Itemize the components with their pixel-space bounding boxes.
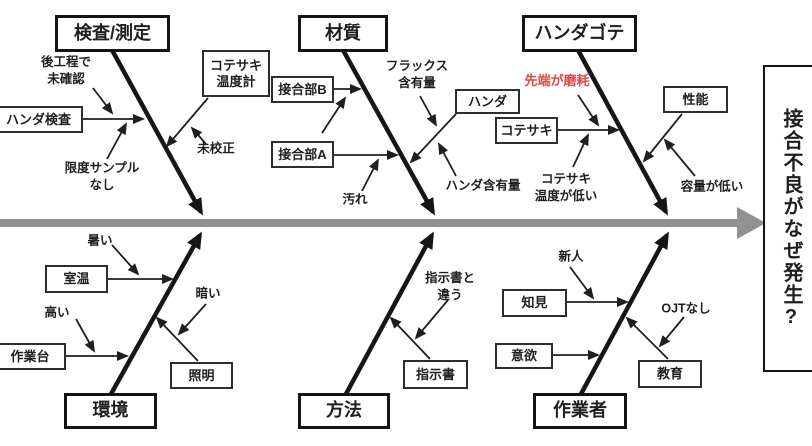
arrow-low-capacity (663, 138, 696, 177)
arrow-performance (642, 113, 683, 163)
arrow-instructions (389, 316, 431, 360)
note-newcomer: 新人 (558, 249, 584, 264)
arrow-uncalibrated (190, 126, 207, 145)
cause-box-performance: 性能 (663, 86, 728, 113)
bone-worker (579, 231, 669, 396)
cause-box-tip: コテサキ (495, 117, 558, 144)
arrow-dirt (361, 158, 379, 192)
arrow-solder-content (438, 142, 457, 177)
note-solder-content: ハンダ含有量 (445, 178, 521, 193)
arrow-solder (409, 113, 457, 164)
arrow-differs-from-instructions (414, 299, 449, 340)
arrow-not-checked-later (92, 87, 114, 115)
cause-box-solder-inspection: ハンダ検査 (0, 106, 83, 133)
note-hot: 暑い (87, 233, 113, 248)
category-box-inspection: 検査/測定 (55, 15, 170, 52)
arrow-hot (111, 244, 140, 276)
cause-box-room-temp: 室温 (45, 265, 108, 293)
category-box-method: 方法 (298, 393, 390, 429)
arrow-education (625, 316, 669, 360)
spine-arrow (0, 207, 766, 239)
note-no-ojt: OJTなし (661, 301, 711, 316)
spine-arrowhead (737, 207, 766, 239)
main-bones (109, 48, 669, 396)
arrow-joint-a-up (321, 96, 347, 134)
note-dark: 暗い (195, 286, 221, 301)
note-no-limit-sample: 限度サンプル なし (64, 161, 140, 192)
cause-box-lighting: 照明 (170, 362, 233, 389)
note-low-capacity: 容量が低い (680, 179, 744, 194)
arrow-no-limit-sample (106, 122, 127, 160)
arrow-high (75, 318, 95, 353)
arrow-tip-thermometer (165, 97, 209, 148)
note-tip-temp-low: コテサキ 温度が低い (534, 172, 598, 203)
bone-material (341, 48, 435, 216)
cause-arrows (66, 84, 696, 362)
arrow-flux-content (419, 95, 437, 127)
cause-box-joint-a: 接合部A (271, 141, 334, 168)
arrow-newcomer (569, 266, 595, 300)
note-uncalibrated: 未校正 (197, 141, 235, 156)
note-not-checked-later: 後工程で 未確認 (40, 55, 92, 86)
cause-box-education: 教育 (638, 360, 702, 388)
category-box-worker: 作業者 (533, 393, 627, 429)
effect-label: 接合不良がなぜ発生? (780, 107, 802, 330)
category-box-environment: 環境 (64, 393, 157, 429)
note-differs-from-instructions: 指示書と 違う (424, 271, 476, 302)
arrow-lighting (155, 316, 199, 362)
bone-inspection (110, 48, 203, 216)
bone-method (344, 231, 434, 396)
cause-box-motivation: 意欲 (495, 343, 553, 369)
category-box-soldering-iron: ハンダゴテ (522, 15, 637, 52)
cause-box-workbench: 作業台 (0, 343, 66, 370)
arrow-no-ojt (658, 316, 685, 348)
cause-box-joint-b: 接合部B (271, 76, 334, 103)
note-tip-worn-highlighted: 先端が磨耗 (524, 73, 590, 89)
note-high: 高い (44, 305, 70, 320)
bone-environment (109, 231, 202, 396)
note-dirt: 汚れ (342, 192, 368, 207)
note-flux-content: フラックス 含有量 (385, 59, 449, 90)
bone-soldering-iron (576, 48, 668, 216)
cause-box-tip-thermometer: コテサキ 温度計 (202, 50, 270, 97)
arrow-dark (177, 303, 207, 336)
arrow-tip-worn (577, 94, 600, 127)
cause-box-instructions: 指示書 (403, 360, 468, 389)
cause-box-solder: ハンダ (455, 89, 520, 114)
arrow-tip-temp-low (572, 133, 589, 168)
cause-box-knowledge: 知見 (502, 289, 567, 317)
category-box-material: 材質 (298, 15, 388, 52)
effect-box: 接合不良がなぜ発生? (763, 65, 812, 372)
